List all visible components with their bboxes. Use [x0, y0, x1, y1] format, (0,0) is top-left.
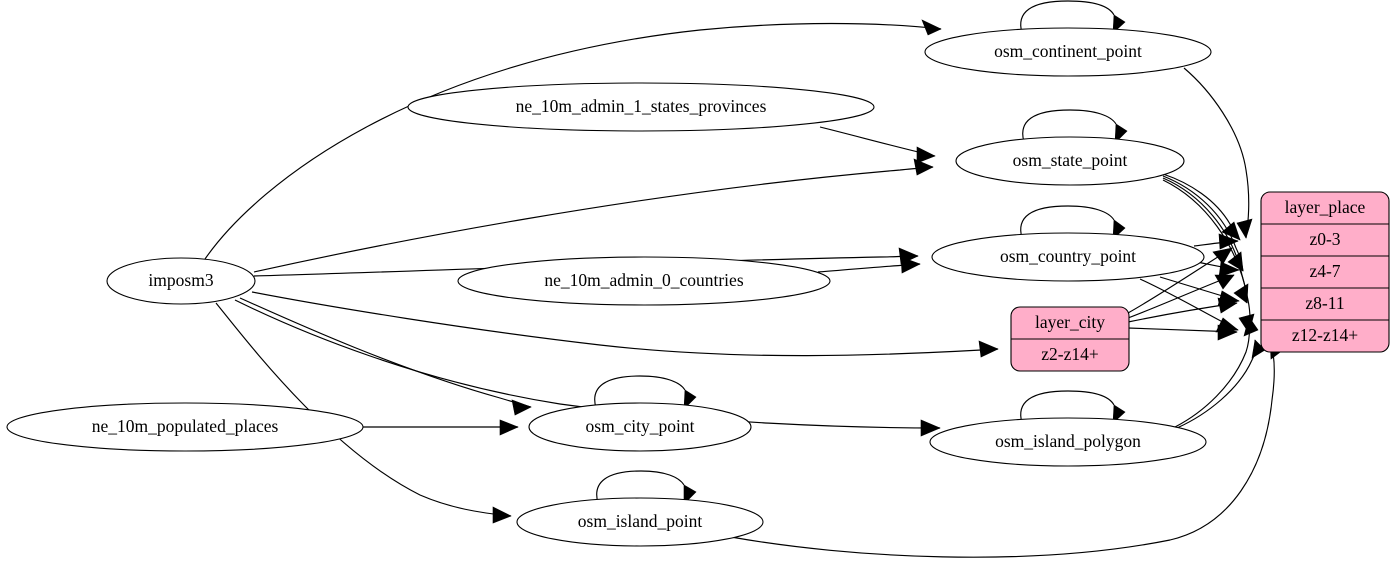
edge-layer_city_title-to-layer_place_z8_11 — [1127, 297, 1238, 323]
node-shape-osm_island_polygon[interactable] — [929, 417, 1207, 467]
node-shape-osm_continent_point[interactable] — [924, 27, 1212, 77]
edge-layer_city_title-to-layer_place_z12 — [1127, 324, 1238, 341]
self-loop-osm_city_point — [594, 375, 697, 410]
node-osm_country_point[interactable]: osm_country_point — [931, 232, 1205, 282]
edge-layer_city_title-to-layer_place_z0_3 — [1127, 247, 1233, 314]
edge-arrowhead — [913, 158, 934, 176]
edge-arrowhead — [492, 506, 512, 524]
edge-arrowhead — [1218, 233, 1239, 250]
edge-arrowhead — [916, 146, 936, 164]
node-osm_island_point[interactable]: osm_island_point — [516, 497, 764, 547]
edge-imposm3-to-osm_island_polygon — [234, 299, 941, 437]
edge-imposm3-to-osm_city_point — [239, 297, 532, 416]
edge-arrowhead — [978, 340, 999, 358]
edge-ne_10m_admin_0_countries-to-osm_country_point — [817, 256, 921, 274]
edge-arrowhead — [1233, 283, 1249, 304]
edge-arrowhead — [1214, 274, 1235, 290]
edge-imposm3-to-osm_island_point — [215, 302, 512, 524]
edges-layer — [204, 19, 1284, 558]
nodes-layer: imposm3 ne_10m_admin_1_states_provincesne… — [6, 27, 1212, 547]
node-ne_10m_admin_0_countries[interactable]: ne_10m_admin_0_countries — [457, 256, 831, 306]
self-loop-osm_island_polygon — [1020, 390, 1126, 424]
edge-arrowhead — [499, 419, 519, 436]
node-shape-osm_city_point[interactable] — [528, 402, 752, 452]
edge-imposm3-to-layer_city_z2 — [251, 291, 999, 358]
edge-osm_country_point-to-layer_place_z0_3 — [1193, 233, 1239, 250]
node-ne_10m_admin_1_states_provinces[interactable]: ne_10m_admin_1_states_provinces — [407, 82, 875, 132]
node-shape-osm_country_point[interactable] — [931, 232, 1205, 282]
node-shape-osm_state_point[interactable] — [955, 136, 1185, 186]
node-shape-ne_10m_populated_places[interactable] — [6, 402, 364, 452]
node-ne_10m_populated_places[interactable]: ne_10m_populated_places — [6, 402, 364, 452]
node-osm_continent_point[interactable]: osm_continent_point — [924, 27, 1212, 77]
edge-arrowhead — [1218, 261, 1240, 278]
edge-arrowhead — [1217, 297, 1238, 314]
edge-arrowhead — [1217, 324, 1238, 341]
edge-arrowhead — [920, 419, 941, 437]
self-loop-arrowhead — [1114, 123, 1128, 144]
edge-arrowhead — [1212, 247, 1233, 265]
node-shape-osm_island_point[interactable] — [516, 497, 764, 547]
edge-ne_10m_populated_places-to-osm_city_point — [363, 419, 519, 436]
edge-imposm3-to-osm_continent_point — [204, 19, 942, 260]
edge-arrowhead — [1236, 218, 1253, 239]
node-shape-imposm3[interactable] — [106, 257, 256, 305]
node-shape-ne_10m_admin_0_countries[interactable] — [457, 256, 831, 306]
edge-osm_continent_point-to-layer_place_z0_3 — [1183, 67, 1253, 239]
self-loop-arrowhead — [683, 389, 697, 410]
edge-ne_10m_admin_1_states_provinces-to-osm_state_point — [819, 126, 936, 164]
node-osm_state_point[interactable]: osm_state_point — [955, 136, 1185, 186]
self-loop-arrowhead — [1112, 404, 1126, 424]
self-loop-osm_state_point — [1022, 109, 1128, 144]
edge-arrowhead — [511, 399, 532, 416]
node-osm_city_point[interactable]: osm_city_point — [528, 402, 752, 452]
edge-osm_island_polygon-to-layer_place_z8_11 — [1174, 316, 1259, 428]
node-osm_island_polygon[interactable]: osm_island_polygon — [929, 417, 1207, 467]
node-shape-ne_10m_admin_1_states_provinces[interactable] — [407, 82, 875, 132]
record-box-layer_place[interactable] — [1260, 191, 1390, 353]
self-loop-osm_continent_point — [1020, 0, 1126, 34]
edge-layer_city_title-to-layer_place_z4_7 — [1127, 274, 1235, 319]
edge-arrowhead — [921, 19, 942, 36]
node-imposm3[interactable]: imposm3 — [106, 257, 256, 305]
edge-arrowhead — [1243, 316, 1259, 337]
edge-imposm3-to-osm_state_point — [253, 158, 934, 273]
edge-osm_island_polygon-to-layer_place_z12 — [1176, 339, 1266, 429]
edge-arrowhead — [900, 256, 921, 274]
edge-arrowhead — [1251, 339, 1266, 359]
self-loop-arrowhead — [1112, 14, 1126, 34]
